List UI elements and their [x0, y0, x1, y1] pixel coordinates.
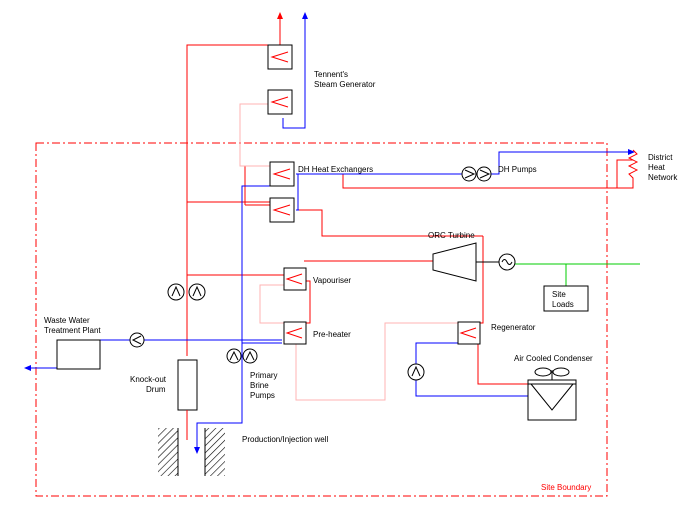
site-boundary-line — [35, 142, 608, 497]
regenerator-exchanger — [457, 321, 481, 345]
tennents-label-line2: Steam Generator — [314, 80, 376, 89]
production-injection-well — [158, 428, 225, 476]
orc-feed-pump — [407, 363, 425, 381]
site-loads-label-line1: Site — [552, 290, 566, 299]
generator — [498, 253, 516, 271]
knock-out-drum — [177, 359, 198, 411]
regenerator-label: Regenerator — [491, 323, 536, 332]
waste-water-treatment-plant-box — [56, 339, 101, 370]
waste-water-pump — [129, 332, 145, 348]
production-well-label: Production/Injection well — [242, 435, 328, 444]
vapouriser-label: Vapouriser — [313, 276, 351, 285]
feedwater-in-arrow — [302, 12, 308, 19]
primary-brine-label-line1: Primary — [250, 371, 278, 380]
district-label-line2: Heat — [648, 163, 666, 172]
injection-arrow — [194, 447, 200, 454]
site-loads-box — [543, 285, 589, 312]
steam-out-arrow — [277, 12, 283, 19]
district-arrow — [628, 149, 635, 155]
district-label-line3: Network — [648, 173, 678, 182]
orc-turbine — [432, 242, 500, 282]
tennents-steam-generator-exchangers — [267, 44, 293, 115]
vapouriser-exchanger — [283, 267, 307, 291]
production-pumps — [167, 283, 206, 301]
pre-heater-exchanger — [283, 321, 307, 345]
site-boundary-label: Site Boundary — [541, 483, 591, 492]
district-heat-coil — [627, 149, 639, 183]
warm-piping — [239, 103, 458, 401]
district-return-line — [617, 183, 634, 189]
dh-heat-exchangers — [269, 161, 295, 223]
pre-heater-label: Pre-heater — [313, 330, 351, 339]
knockout-label-line2: Drum — [146, 385, 166, 394]
site-loads-label-line2: Loads — [552, 300, 574, 309]
tennents-label-line1: Tennent's — [314, 70, 348, 79]
electrical-lines — [515, 263, 640, 286]
air-cooled-condenser — [527, 367, 577, 421]
orc-turbine-label: ORC Turbine — [428, 231, 475, 240]
dh-heat-exchangers-label: DH Heat Exchangers — [298, 165, 373, 174]
dh-pumps — [461, 166, 492, 182]
waste-water-out-arrow — [24, 365, 31, 371]
primary-brine-label-line3: Pumps — [250, 391, 275, 400]
primary-brine-label-line2: Brine — [250, 381, 269, 390]
district-label-line1: District — [648, 153, 673, 162]
dh-pumps-label: DH Pumps — [498, 165, 537, 174]
waste-water-label-line2: Treatment Plant — [44, 326, 101, 335]
waste-water-label-line1: Waste Water — [44, 316, 90, 325]
primary-brine-pumps — [226, 348, 258, 364]
arrowheads — [24, 12, 635, 454]
hot-piping — [186, 16, 633, 385]
knockout-label-line1: Knock-out — [130, 375, 167, 384]
air-cooled-condenser-label: Air Cooled Condenser — [514, 354, 593, 363]
